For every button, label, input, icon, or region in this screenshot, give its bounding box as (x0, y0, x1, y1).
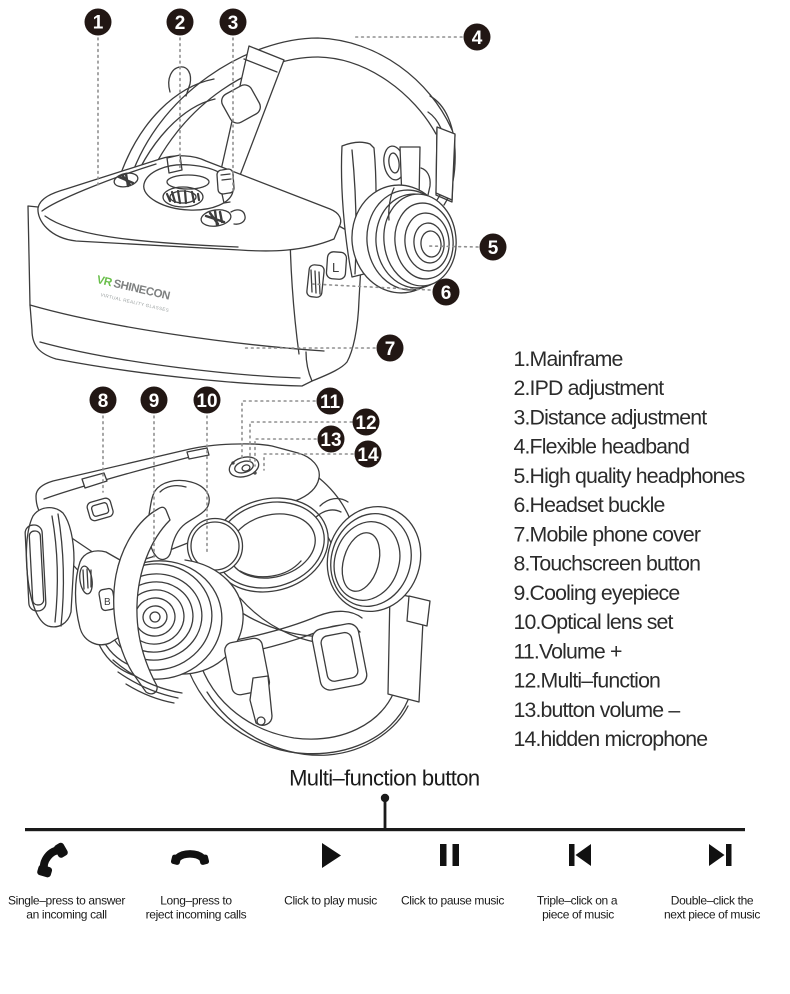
svg-text:9: 9 (149, 391, 160, 412)
svg-text:Multi–function button: Multi–function button (289, 766, 479, 791)
svg-text:7: 7 (385, 339, 396, 360)
svg-text:2: 2 (175, 13, 186, 34)
svg-text:3.Distance adjustment: 3.Distance adjustment (514, 406, 708, 430)
svg-text:11: 11 (320, 392, 341, 413)
svg-text:piece of music: piece of music (542, 908, 614, 922)
svg-text:Triple–click on a: Triple–click on a (537, 894, 618, 908)
svg-text:14: 14 (357, 445, 379, 466)
svg-text:5: 5 (488, 238, 499, 259)
svg-text:12: 12 (355, 413, 376, 434)
svg-text:10: 10 (196, 391, 217, 412)
svg-text:Click to play music: Click to play music (284, 894, 377, 908)
svg-text:13.button volume –: 13.button volume – (514, 698, 681, 722)
svg-text:12.Multi–function: 12.Multi–function (514, 669, 661, 693)
svg-text:Long–press to: Long–press to (160, 894, 232, 908)
svg-text:1.Mainframe: 1.Mainframe (514, 347, 623, 371)
svg-text:6.Headset buckle: 6.Headset buckle (514, 493, 665, 517)
svg-text:8.Touchscreen button: 8.Touchscreen button (514, 552, 701, 576)
svg-text:10.Optical lens set: 10.Optical lens set (514, 610, 674, 634)
svg-text:1: 1 (93, 13, 104, 34)
svg-text:11.Volume +: 11.Volume + (514, 639, 622, 663)
svg-text:4: 4 (472, 28, 483, 49)
svg-text:Click to pause music: Click to pause music (401, 894, 504, 908)
svg-text:reject incoming calls: reject incoming calls (146, 908, 247, 922)
svg-text:2.IPD adjustment: 2.IPD adjustment (514, 376, 665, 400)
svg-text:B: B (104, 597, 111, 608)
svg-text:Double–click the: Double–click the (671, 894, 754, 908)
svg-text:7.Mobile phone cover: 7.Mobile phone cover (514, 522, 701, 546)
svg-text:Single–press to answer: Single–press to answer (8, 894, 125, 908)
svg-text:4.Flexible headband: 4.Flexible headband (514, 435, 690, 459)
svg-text:next piece of music: next piece of music (664, 908, 760, 922)
svg-text:8: 8 (98, 391, 109, 412)
svg-text:5.High quality headphones: 5.High quality headphones (514, 464, 745, 488)
svg-text:6: 6 (441, 283, 452, 304)
svg-text:L: L (332, 260, 339, 275)
svg-text:14.hidden microphone: 14.hidden microphone (514, 727, 708, 751)
svg-text:an incoming call: an incoming call (26, 908, 106, 922)
svg-text:3: 3 (228, 13, 239, 34)
svg-text:9.Cooling eyepiece: 9.Cooling eyepiece (514, 581, 680, 605)
svg-text:13: 13 (320, 430, 341, 451)
